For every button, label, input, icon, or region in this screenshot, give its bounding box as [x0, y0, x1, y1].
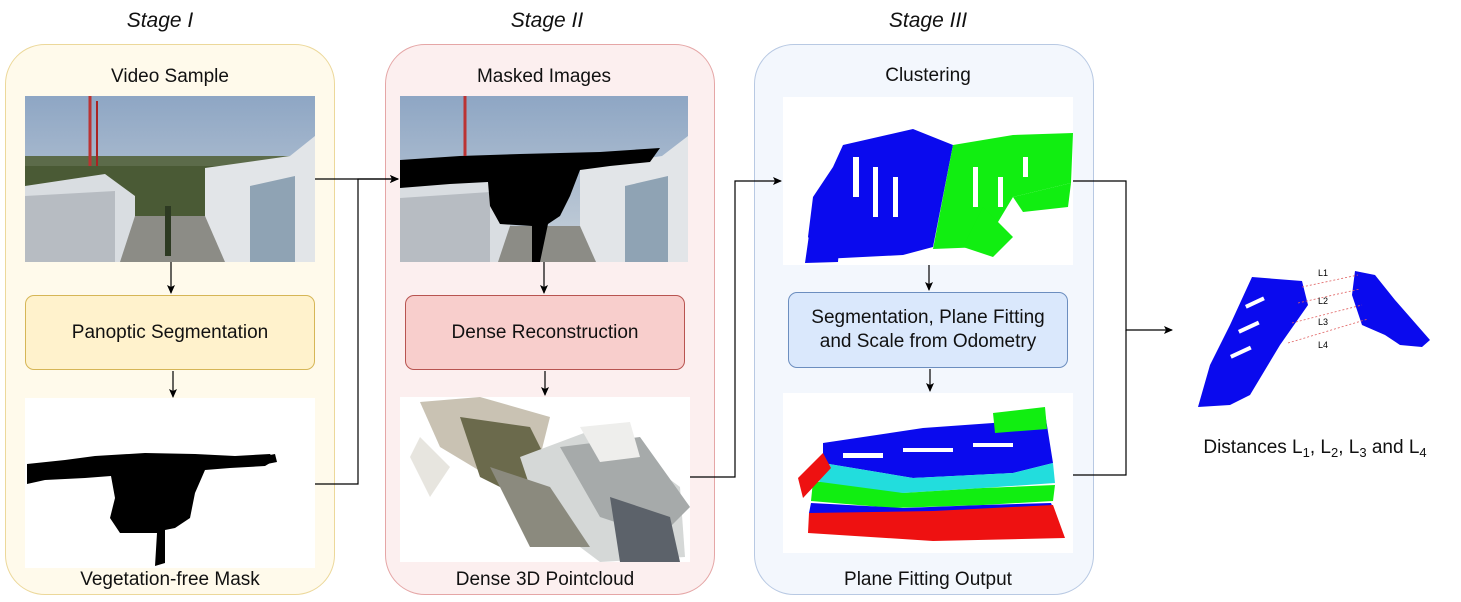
dense-pointcloud-label: Dense 3D Pointcloud [455, 569, 635, 590]
video-sample-label: Video Sample [111, 66, 229, 87]
line-label-l2: L2 [1318, 296, 1328, 306]
caption-sep-1: , L [1309, 437, 1331, 458]
stage-2-title: Stage II [510, 9, 584, 32]
clustering-image [783, 97, 1073, 265]
line-label-l1: L1 [1318, 268, 1328, 278]
arrow-clustering-to-distances [1073, 180, 1173, 334]
plane-fitting-text-line1: Segmentation, Plane Fitting [811, 307, 1045, 329]
clustering-label: Clustering [885, 65, 971, 86]
arrow-planeoutput-to-distances [1073, 330, 1127, 476]
plane-fitting-box: Segmentation, Plane Fitting and Scale fr… [788, 292, 1068, 368]
stage-3-title: Stage III [888, 9, 968, 32]
vegetation-mask-image [25, 398, 315, 568]
caption-sub-2: 2 [1330, 445, 1339, 460]
arrow-pointcloud-to-clustering [690, 177, 782, 478]
line-label-l4: L4 [1318, 340, 1328, 350]
dense-pointcloud-image [400, 397, 690, 562]
arrow-mask-to-masked [315, 175, 399, 485]
caption-sep-2: , L [1338, 437, 1360, 458]
dense-reconstruction-box: Dense Reconstruction [405, 295, 685, 370]
vegetation-mask-label: Vegetation-free Mask [80, 569, 260, 590]
plane-fitting-output-label: Plane Fitting Output [844, 569, 1012, 590]
caption-prefix: Distances L [1203, 437, 1303, 458]
plane-fitting-text-line2: and Scale from Odometry [819, 331, 1037, 352]
distances-output-image: L1 L2 L3 L4 [1190, 265, 1435, 410]
caption-sub-4: 4 [1419, 445, 1427, 460]
dense-reconstruction-text: Dense Reconstruction [451, 321, 639, 343]
distances-caption: Distances L1, L2, L3 and L4 [1180, 437, 1450, 460]
plane-fitting-image [783, 393, 1073, 553]
panoptic-segmentation-box: Panoptic Segmentation [25, 295, 315, 370]
masked-images-image [400, 96, 688, 262]
panoptic-segmentation-text: Panoptic Segmentation [71, 321, 269, 343]
stage-1-title: Stage I [126, 9, 194, 32]
line-label-l3: L3 [1318, 317, 1328, 327]
masked-images-label: Masked Images [476, 66, 612, 87]
caption-sep-3: and L [1366, 437, 1420, 458]
caption-sub-1: 1 [1302, 445, 1310, 460]
caption-sub-3: 3 [1359, 445, 1367, 460]
video-sample-image [25, 96, 315, 262]
